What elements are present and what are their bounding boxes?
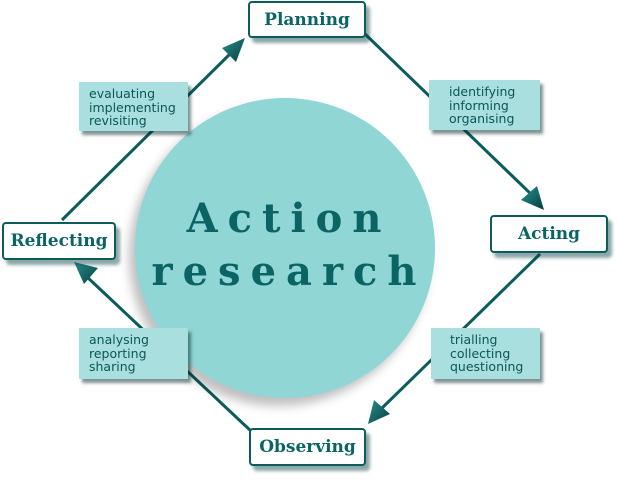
activity-item: analysing: [89, 332, 149, 347]
activity-item: trialling: [450, 332, 498, 347]
activity-item: evaluating: [89, 86, 156, 101]
activity-item: revisiting: [89, 113, 147, 128]
activities-planning: identifying informing organising: [429, 80, 540, 130]
activity-item: questioning: [450, 359, 524, 374]
activity-item: organising: [449, 111, 515, 126]
activities-acting: trialling collecting questioning: [431, 328, 540, 379]
activity-item: reporting: [89, 345, 147, 361]
activities-observing: analysing reporting sharing: [79, 328, 188, 379]
activity-item: sharing: [89, 359, 136, 374]
center-title: Action research: [135, 98, 435, 398]
activity-item: implementing: [89, 99, 176, 115]
stage-observing: Observing: [249, 428, 366, 466]
stage-planning: Planning: [248, 1, 366, 38]
stage-acting: Acting: [490, 215, 608, 253]
activity-item: informing: [449, 97, 509, 113]
activity-item: identifying: [449, 84, 516, 99]
center-title-line-1: Action: [186, 195, 392, 242]
arrow-reflecting-to-planning: [60, 38, 245, 222]
center-title-line-2: research: [151, 248, 427, 295]
activity-item: collecting: [450, 345, 511, 361]
stage-reflecting: Reflecting: [2, 222, 116, 260]
activities-reflecting: evaluating implementing revisiting: [79, 82, 188, 131]
